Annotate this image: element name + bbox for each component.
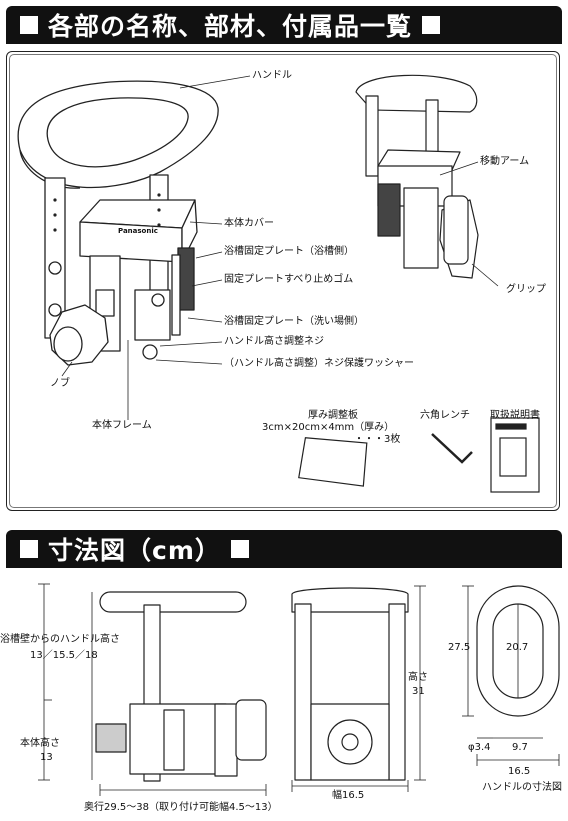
dim-handle-height-label: 浴槽壁からのハンドル高さ [0,634,120,645]
label-shim-title: 厚み調整板 [308,410,358,421]
dimension-front-view-drawing [291,587,409,781]
brand-mark: Panasonic [118,227,158,235]
square-bullet-icon [422,16,441,34]
label-tub-plate-wash-side: 浴槽固定プレート（洗い場側） [224,316,364,327]
dim-handle-bar-dia: φ3.4 [468,742,491,753]
dim-height-label: 高さ [408,672,428,683]
product-side-view-drawing [355,74,479,279]
knob-drawing [49,289,115,366]
dim-handle-inner-width: 9.7 [512,742,528,753]
dim-height-value: 31 [412,686,425,697]
label-body-frame: 本体フレーム [92,420,152,431]
label-plate-antislip: 固定プレートすべり止めゴム [224,274,354,285]
hex-wrench-drawing [431,433,473,464]
dim-body-height-label: 本体高さ [20,738,60,749]
parts-section-title: 各部の名称、部材、付属品一覧 [48,12,413,41]
label-hex-wrench: 六角レンチ [420,410,470,421]
dim-handle-outer-width: 16.5 [508,766,531,777]
parts-diagram-frame [6,51,560,511]
shim-board-drawing [298,437,368,487]
label-height-screw: ハンドル高さ調整ネジ [224,336,324,347]
label-moving-arm: 移動アーム [480,156,530,167]
square-bullet-icon [20,540,38,558]
dim-handle-inner-height: 20.7 [506,642,529,653]
square-bullet-icon [230,540,249,558]
handle-drawing [17,80,219,189]
label-shim-qty: ・・・3枚 [354,434,401,445]
dimension-side-view-drawing [95,591,267,782]
label-screw-washer: （ハンドル高さ調整）ネジ保護ワッシャー [224,358,414,369]
label-manual: 取扱説明書 [490,410,540,421]
dim-width-label: 幅16.5 [332,790,365,801]
label-knob: ノブ [50,378,70,389]
label-handle: ハンドル [252,70,292,81]
label-grip: グリップ [506,284,546,295]
dim-depth-label: 奥行29.5～38（取り付け可能幅4.5～13） [84,802,278,813]
dimensions-section-title: 寸法図（cm） [48,536,221,565]
label-shim-size: 3cm×20cm×4mm（厚み） [262,422,395,433]
dim-body-height-value: 13 [40,752,53,763]
square-bullet-icon [20,16,38,34]
label-tub-plate-tub-side: 浴槽固定プレート（浴槽側） [224,246,354,257]
dim-handle-outer-height: 27.5 [448,642,471,653]
dim-handle-caption: ハンドルの寸法図 [482,782,562,793]
dimensions-section-banner: 寸法図（cm） [6,530,562,568]
label-body-cover: 本体カバー [224,218,274,229]
dim-handle-height-values: 13／15.5／18 [30,650,98,661]
parts-section-banner: 各部の名称、部材、付属品一覧 [6,6,562,44]
